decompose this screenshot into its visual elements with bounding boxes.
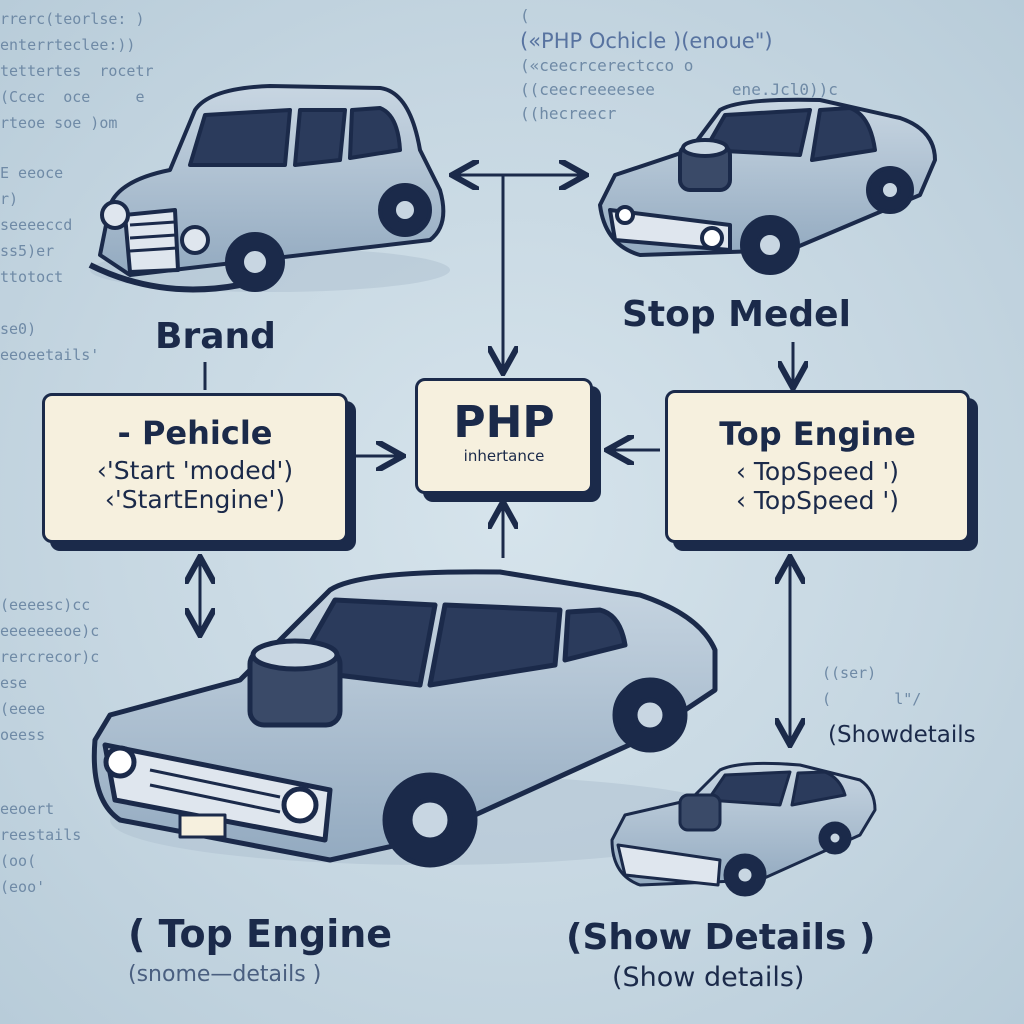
code-line: eeoeetails' xyxy=(0,346,100,364)
code-line: eeeeeeeoe)c xyxy=(0,622,100,640)
code-line: rercrecor)c xyxy=(0,648,100,666)
php-inheritance-box: PHP inhertance xyxy=(415,378,593,494)
code-line: r) xyxy=(0,190,19,208)
code-line: seeeeccd xyxy=(0,216,73,234)
code-line: rteoe soe )om xyxy=(0,114,118,132)
code-line: rrerc(teorlse: ) xyxy=(0,10,145,28)
top-engine-method: ‹ TopSpeed ') xyxy=(735,457,900,486)
muscle-car-large-illustration xyxy=(91,569,750,868)
code-line: reestails xyxy=(0,826,82,844)
code-line: (Ccec oce e xyxy=(0,88,145,106)
code-line: ((ser) xyxy=(822,664,877,682)
code-line: enterrteclee:)) xyxy=(0,36,136,54)
show-details-label: (Show Details ) xyxy=(566,917,876,958)
top-engine-method: ‹ TopSpeed ') xyxy=(735,486,900,515)
code-line: ttotoct xyxy=(0,268,64,286)
show-details-right-label: (Showdetails xyxy=(828,722,976,748)
code-line: E eeoce xyxy=(0,164,64,182)
vehicle-title: - Pehicle xyxy=(117,414,273,452)
code-line: eeoert xyxy=(0,800,55,818)
code-line: se0) xyxy=(0,320,37,338)
code-line xyxy=(0,290,99,316)
stop-model-label: Stop Medel xyxy=(622,294,851,335)
code-line: ( l"/ xyxy=(822,690,922,708)
code-line: oeess xyxy=(0,726,46,744)
background-code-left-top: rrerc(teorlse: ) enterrteclee:)) tettertes… xyxy=(0,6,154,136)
background-code-right-mid: ((ser) ( l"/ xyxy=(822,660,921,712)
top-engine-class-box: Top Engine ‹ TopSpeed ') ‹ TopSpeed ') xyxy=(665,390,970,543)
php-title: PHP xyxy=(453,397,555,448)
code-line: tettertes rocetr xyxy=(0,62,154,80)
muscle-car-small-illustration xyxy=(610,761,877,897)
background-code-top-right: ( («PHP Ochicle )(enoue") («ceecrcerectcco… xyxy=(520,4,838,126)
code-line: ((hecreecr xyxy=(520,104,617,123)
vehicle-method: ‹'StartEngine') xyxy=(104,485,286,514)
code-line: ss5)er xyxy=(0,242,55,260)
code-line: ese xyxy=(0,674,28,692)
top-engine-title: Top Engine xyxy=(719,415,916,453)
vintage-car-illustration xyxy=(88,84,450,293)
code-line: (eeee xyxy=(0,700,46,718)
code-line: ( xyxy=(520,6,530,25)
top-engine-bottom-label: ( Top Engine xyxy=(128,912,393,956)
code-line: («ceecrcerectcco o xyxy=(520,56,694,75)
show-details-sublabel: (Show details) xyxy=(612,962,805,993)
muscle-car-top-right-illustration xyxy=(598,97,937,275)
background-code-left-bottom: eeoert reestails (oo( (eoo' xyxy=(0,796,81,900)
code-line: (oo( xyxy=(0,852,37,870)
vehicle-class-box: - Pehicle ‹'Start 'moded') ‹'StartEngine… xyxy=(42,393,348,543)
code-line: (eeeesc)cc xyxy=(0,596,91,614)
php-subtitle: inhertance xyxy=(463,447,545,465)
background-code-left-mid: E eeoce r) seeeeccd ss5)er ttotoct se0) eeoeet… xyxy=(0,160,99,368)
code-line: ((ceecreeeesee ene.Jcl0))c xyxy=(520,80,838,99)
vehicle-method: ‹'Start 'moded') xyxy=(96,456,294,485)
code-line: («PHP Ochicle )(enoue") xyxy=(520,29,773,53)
top-engine-bottom-sublabel: (snome—details ) xyxy=(128,962,322,987)
background-code-left-low: (eeeesc)cc eeeeeeeoe)c rercrecor)c ese (eeee… xyxy=(0,592,99,748)
code-line: (eoo' xyxy=(0,878,46,896)
brand-label: Brand xyxy=(155,316,276,357)
